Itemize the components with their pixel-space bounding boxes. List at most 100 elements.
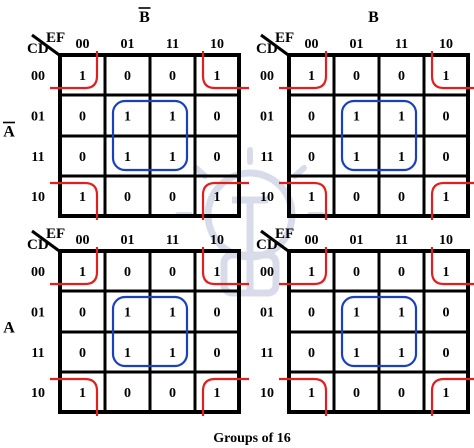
kmap-cell-value: 0 xyxy=(79,306,86,321)
kmap-column-code: 11 xyxy=(395,37,408,52)
kmap-row-code: 00 xyxy=(31,265,45,280)
kmap-cell-value: 0 xyxy=(79,150,86,165)
kmap-cell-value: 0 xyxy=(308,150,315,165)
kmap-cell-value: 0 xyxy=(443,150,450,165)
kmap-column-code: 00 xyxy=(305,233,319,248)
kmap-corner-diagonal xyxy=(260,33,292,59)
kmap-column-variable: EF xyxy=(46,226,65,242)
kmap-column-code: 00 xyxy=(305,37,319,52)
kmap-corner-group-arc xyxy=(430,51,474,90)
kmap-cell-value: 0 xyxy=(124,265,131,280)
kmap-row-code: 11 xyxy=(31,346,44,361)
kmap-column-code: 00 xyxy=(76,37,90,52)
kmap-corner-group-arc xyxy=(50,51,99,90)
kmap-corner-group-arc xyxy=(201,247,249,286)
kmap-top-variable-label: B xyxy=(368,9,379,26)
kmap-corner-group-arc xyxy=(201,51,249,90)
kmap-corner-group-arc xyxy=(279,181,328,220)
kmap-cell-value: 1 xyxy=(353,150,360,165)
kmap-corner-group-arc xyxy=(430,181,474,220)
kmap-column-code: 01 xyxy=(350,233,364,248)
kmap-column-code: 10 xyxy=(439,37,453,52)
kmap-cell-value: 1 xyxy=(353,110,360,125)
kmap-cell-value: 0 xyxy=(169,265,176,280)
kmap-cell-value: 1 xyxy=(398,110,405,125)
kmap-cell-value: 1 xyxy=(308,386,315,401)
kmap-cell-value: 0 xyxy=(308,346,315,361)
kmap-cell-value: 1 xyxy=(214,190,221,205)
kmap-cell-value: 0 xyxy=(398,69,405,84)
kmap-cell-value: 1 xyxy=(308,69,315,84)
kmap-row-code: 10 xyxy=(260,190,274,205)
kmap-cell-value: 1 xyxy=(214,69,221,84)
kmap-corner-group-arc xyxy=(201,181,249,220)
kmap-row-code: 00 xyxy=(260,265,274,280)
kmap-center-group-loop xyxy=(111,295,189,368)
kmap-cell-value: 1 xyxy=(308,190,315,205)
kmap-row-code: 10 xyxy=(260,386,274,401)
kmap-cell-value: 1 xyxy=(169,306,176,321)
kmap-row-code: 01 xyxy=(260,110,274,125)
kmap-row-variable: CD xyxy=(27,237,49,253)
kmap-row-code: 01 xyxy=(260,306,274,321)
kmap-cell-value: 1 xyxy=(169,150,176,165)
kmap-center-group-loop xyxy=(340,295,418,368)
kmap-row-code: 10 xyxy=(31,386,45,401)
kmap-corner-group-arc xyxy=(50,377,99,416)
kmap-cell-value: 0 xyxy=(353,386,360,401)
kmap-row-code: 00 xyxy=(31,69,45,84)
kmap-row-variable: CD xyxy=(256,41,278,57)
kmap-corner-diagonal xyxy=(260,229,292,255)
kmap-column-code: 01 xyxy=(121,37,135,52)
kmap-cell-value: 1 xyxy=(124,150,131,165)
kmap-corner-group-arc xyxy=(430,377,474,416)
kmap-top-variable-label: B xyxy=(139,9,150,26)
kmap-column-variable: EF xyxy=(275,30,294,46)
kmap-row-code: 01 xyxy=(31,306,45,321)
kmap-column-code: 11 xyxy=(395,233,408,248)
kmap-column-code: 11 xyxy=(166,233,179,248)
kmap-cell-value: 0 xyxy=(124,190,131,205)
kmap-corner-group-arc xyxy=(201,377,249,416)
kmap-side-variable-label: A xyxy=(3,124,15,141)
kmap-corner-group-arc xyxy=(50,181,99,220)
kmap-cell-value: 0 xyxy=(353,265,360,280)
kmap-corner-group-arc xyxy=(279,51,328,90)
kmap-cell-value: 1 xyxy=(398,150,405,165)
kmap-row-code: 00 xyxy=(260,69,274,84)
kmap-cell-value: 1 xyxy=(398,306,405,321)
kmap-column-code: 00 xyxy=(76,233,90,248)
kmap-cell-value: 1 xyxy=(443,69,450,84)
kmap-center-group-loop xyxy=(111,99,189,172)
kmap-center-group-loop xyxy=(340,99,418,172)
kmap-cell-value: 1 xyxy=(79,69,86,84)
kmap-column-variable: EF xyxy=(275,226,294,242)
kmap-cell-value: 0 xyxy=(443,110,450,125)
kmap-column-code: 10 xyxy=(210,233,224,248)
kmap-cell-value: 0 xyxy=(214,306,221,321)
kmap-corner-group-arc xyxy=(50,247,99,286)
kmap-cell-value: 1 xyxy=(79,386,86,401)
kmap-cell-value: 0 xyxy=(169,386,176,401)
kmap-cell-value: 0 xyxy=(214,150,221,165)
kmap-row-code: 11 xyxy=(31,150,44,165)
kmap-cell-value: 0 xyxy=(169,190,176,205)
kmap-corner-group-arc xyxy=(430,247,474,286)
kmap-cell-value: 0 xyxy=(79,346,86,361)
kmap-cell-value: 0 xyxy=(214,110,221,125)
kmap-corner-group-arc xyxy=(279,377,328,416)
kmap-cell-value: 1 xyxy=(398,346,405,361)
kmap-row-code: 11 xyxy=(260,150,273,165)
kmap-cell-value: 1 xyxy=(443,386,450,401)
kmap-cell-value: 0 xyxy=(169,69,176,84)
kmap-row-variable: CD xyxy=(27,41,49,57)
kmap-cell-value: 1 xyxy=(79,190,86,205)
kmap-cell-value: 0 xyxy=(443,346,450,361)
kmap-corner-diagonal xyxy=(31,229,63,255)
kmap-column-code: 01 xyxy=(121,233,135,248)
